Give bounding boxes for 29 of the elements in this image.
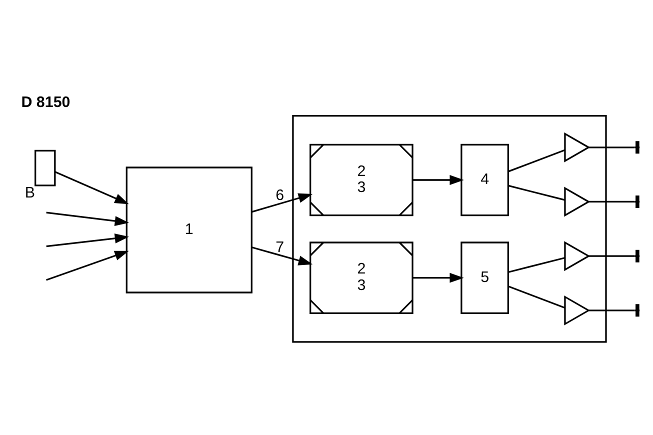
connector: [588, 310, 640, 312]
edge-label: 7: [276, 238, 284, 256]
node-triangle: [564, 186, 590, 217]
node-triangle: [564, 241, 590, 272]
connector: [588, 146, 640, 148]
arrow: [251, 193, 313, 213]
connector: [508, 286, 565, 309]
connector: [588, 200, 640, 203]
arrow: [412, 175, 464, 185]
arrow: [412, 272, 464, 283]
node-triangle: [564, 295, 590, 326]
arrow: [46, 212, 129, 226]
node-box: 4: [460, 144, 509, 216]
connector: [508, 257, 565, 273]
node-triangle: [564, 132, 590, 162]
arrow: [54, 171, 129, 204]
connector: [588, 255, 640, 257]
connector: [508, 149, 565, 172]
node-box: 5: [460, 242, 509, 314]
arrow: [251, 246, 313, 266]
arrow: [46, 233, 129, 248]
cluster: [292, 115, 607, 343]
edge-label: 6: [276, 186, 284, 204]
node-box: 1: [126, 166, 252, 294]
label: D 8150: [21, 94, 70, 111]
connector: [508, 184, 565, 201]
node-box: [34, 150, 56, 186]
node-label: B: [24, 184, 35, 202]
arrow: [46, 250, 129, 281]
